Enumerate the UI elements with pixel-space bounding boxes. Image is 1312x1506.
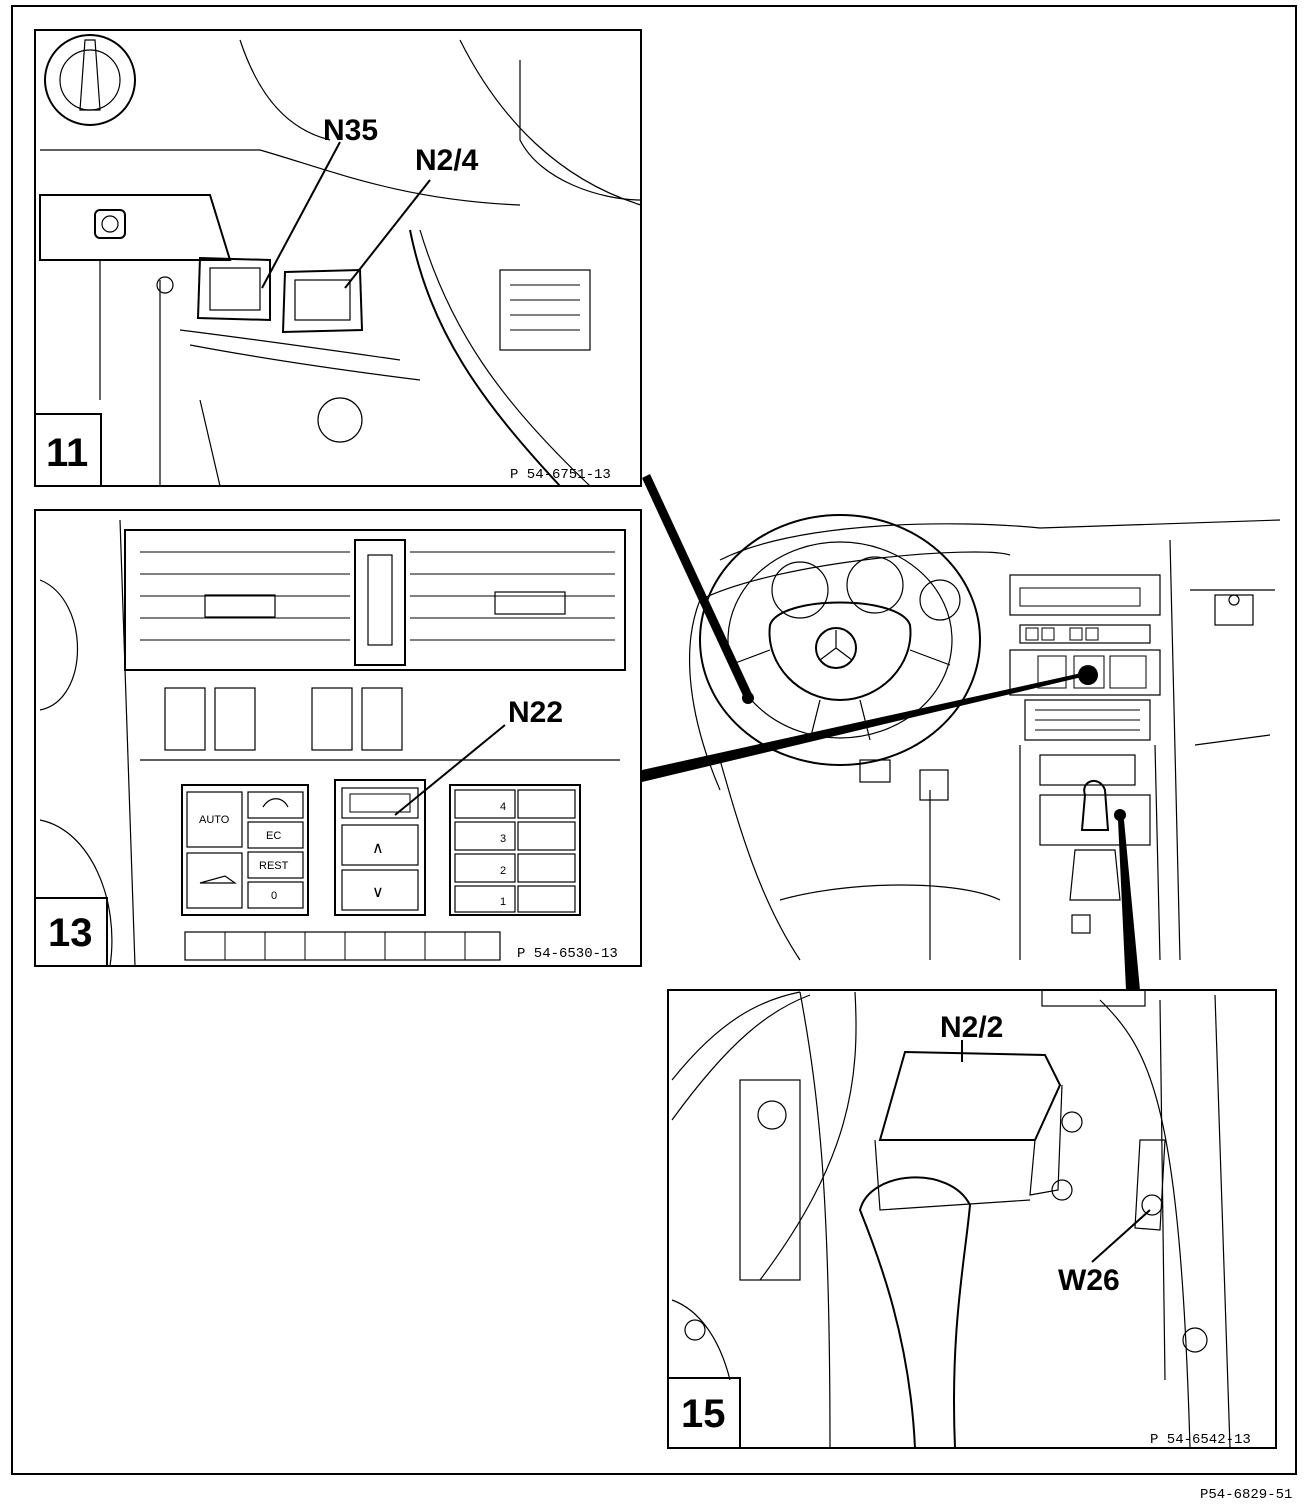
ignition-switch: [44, 34, 136, 126]
panel-13: AUTO EC REST 0 ∧ ∨ 4 3: [34, 509, 642, 967]
air-vent-grille: [124, 529, 626, 671]
panel-11: N35 N2/4 11 P 54-6751-13: [34, 29, 642, 487]
blower-1: 1: [500, 896, 506, 908]
center-console: [1009, 574, 1161, 961]
parking-brake-symbol: [94, 209, 126, 239]
leader-to-panel-15: [1118, 820, 1140, 990]
blower-2: 2: [500, 865, 506, 877]
mercedes-star-emblem: [815, 627, 857, 669]
button-off: 0: [271, 890, 277, 902]
n2-2-module: [874, 1050, 1083, 1211]
button-rest: REST: [259, 860, 289, 872]
panel-15-frame: [667, 989, 1277, 1449]
panel-15: N2/2 W26 15 P 54-6542-13: [667, 989, 1277, 1449]
callout-n2-4: N2/4: [415, 144, 479, 177]
panel-15-reference: P 54-6542-13: [1150, 1432, 1251, 1448]
panel-11-reference: P 54-6751-13: [510, 467, 611, 483]
panel-11-number: 11: [46, 431, 88, 475]
panel-13-number: 13: [48, 911, 93, 955]
n22-control: ∧ ∨: [334, 779, 426, 916]
panel-15-number: 15: [681, 1392, 726, 1436]
temp-down-arrow: ∨: [372, 884, 384, 901]
panel-11-frame: [34, 29, 642, 487]
button-auto: AUTO: [199, 814, 230, 826]
overview-drawing: [689, 514, 1281, 961]
callout-w26: W26: [1058, 1264, 1120, 1297]
n35-module: [196, 256, 271, 322]
temp-up-arrow: ∧: [372, 840, 384, 857]
button-ec: EC: [266, 830, 281, 842]
callout-n2-2: N2/2: [940, 1011, 1003, 1044]
leader-to-panel-13: [642, 672, 1086, 782]
gear-shift-lever: [1069, 780, 1126, 901]
climate-control-block: AUTO EC REST 0: [181, 784, 309, 916]
page-frame: [11, 5, 1297, 1475]
page-reference: P54-6829-51: [1200, 1487, 1292, 1503]
steering-wheel: [699, 514, 981, 766]
blower-3: 3: [500, 833, 506, 845]
panel-13-frame: [34, 509, 642, 967]
leader-to-panel-11: [642, 474, 752, 698]
blower-4: 4: [500, 801, 506, 813]
n2-4-module: [281, 268, 364, 334]
blower-control-block: 4 3 2 1: [449, 784, 581, 916]
panel-13-reference: P 54-6530-13: [517, 946, 618, 962]
callout-n35: N35: [323, 114, 378, 147]
callout-n22: N22: [508, 696, 563, 729]
